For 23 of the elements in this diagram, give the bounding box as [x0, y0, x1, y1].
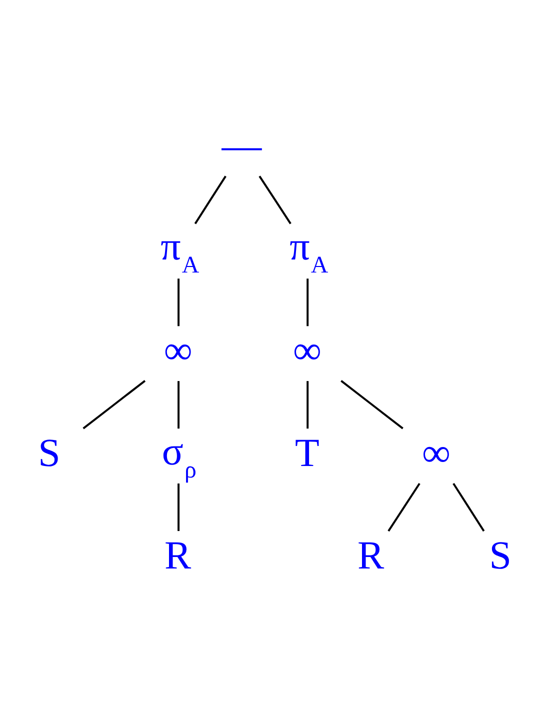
- connector: [82, 380, 146, 429]
- node-text: ∞: [164, 326, 192, 372]
- node-text: S: [489, 532, 512, 577]
- connector: [178, 483, 180, 531]
- connector: [452, 482, 485, 532]
- node-text: R: [357, 532, 384, 577]
- node-text: ∞: [292, 326, 322, 372]
- connector: [194, 175, 226, 224]
- node-text: S: [38, 429, 60, 474]
- node-text: π$_{A}$: [160, 223, 200, 278]
- node-text: —: [222, 122, 262, 168]
- node-text: R: [164, 532, 192, 577]
- connector: [388, 482, 420, 532]
- node-text: ∞: [422, 429, 450, 474]
- connector: [340, 380, 404, 429]
- node-text: T: [294, 429, 320, 474]
- connector: [178, 380, 180, 428]
- node-text: π$_{A}$: [290, 223, 328, 278]
- connector: [306, 380, 309, 428]
- connector: [258, 175, 292, 224]
- connector: [178, 278, 180, 326]
- connector: [306, 278, 309, 326]
- node-text: σ$_{ρ}$: [162, 428, 196, 484]
